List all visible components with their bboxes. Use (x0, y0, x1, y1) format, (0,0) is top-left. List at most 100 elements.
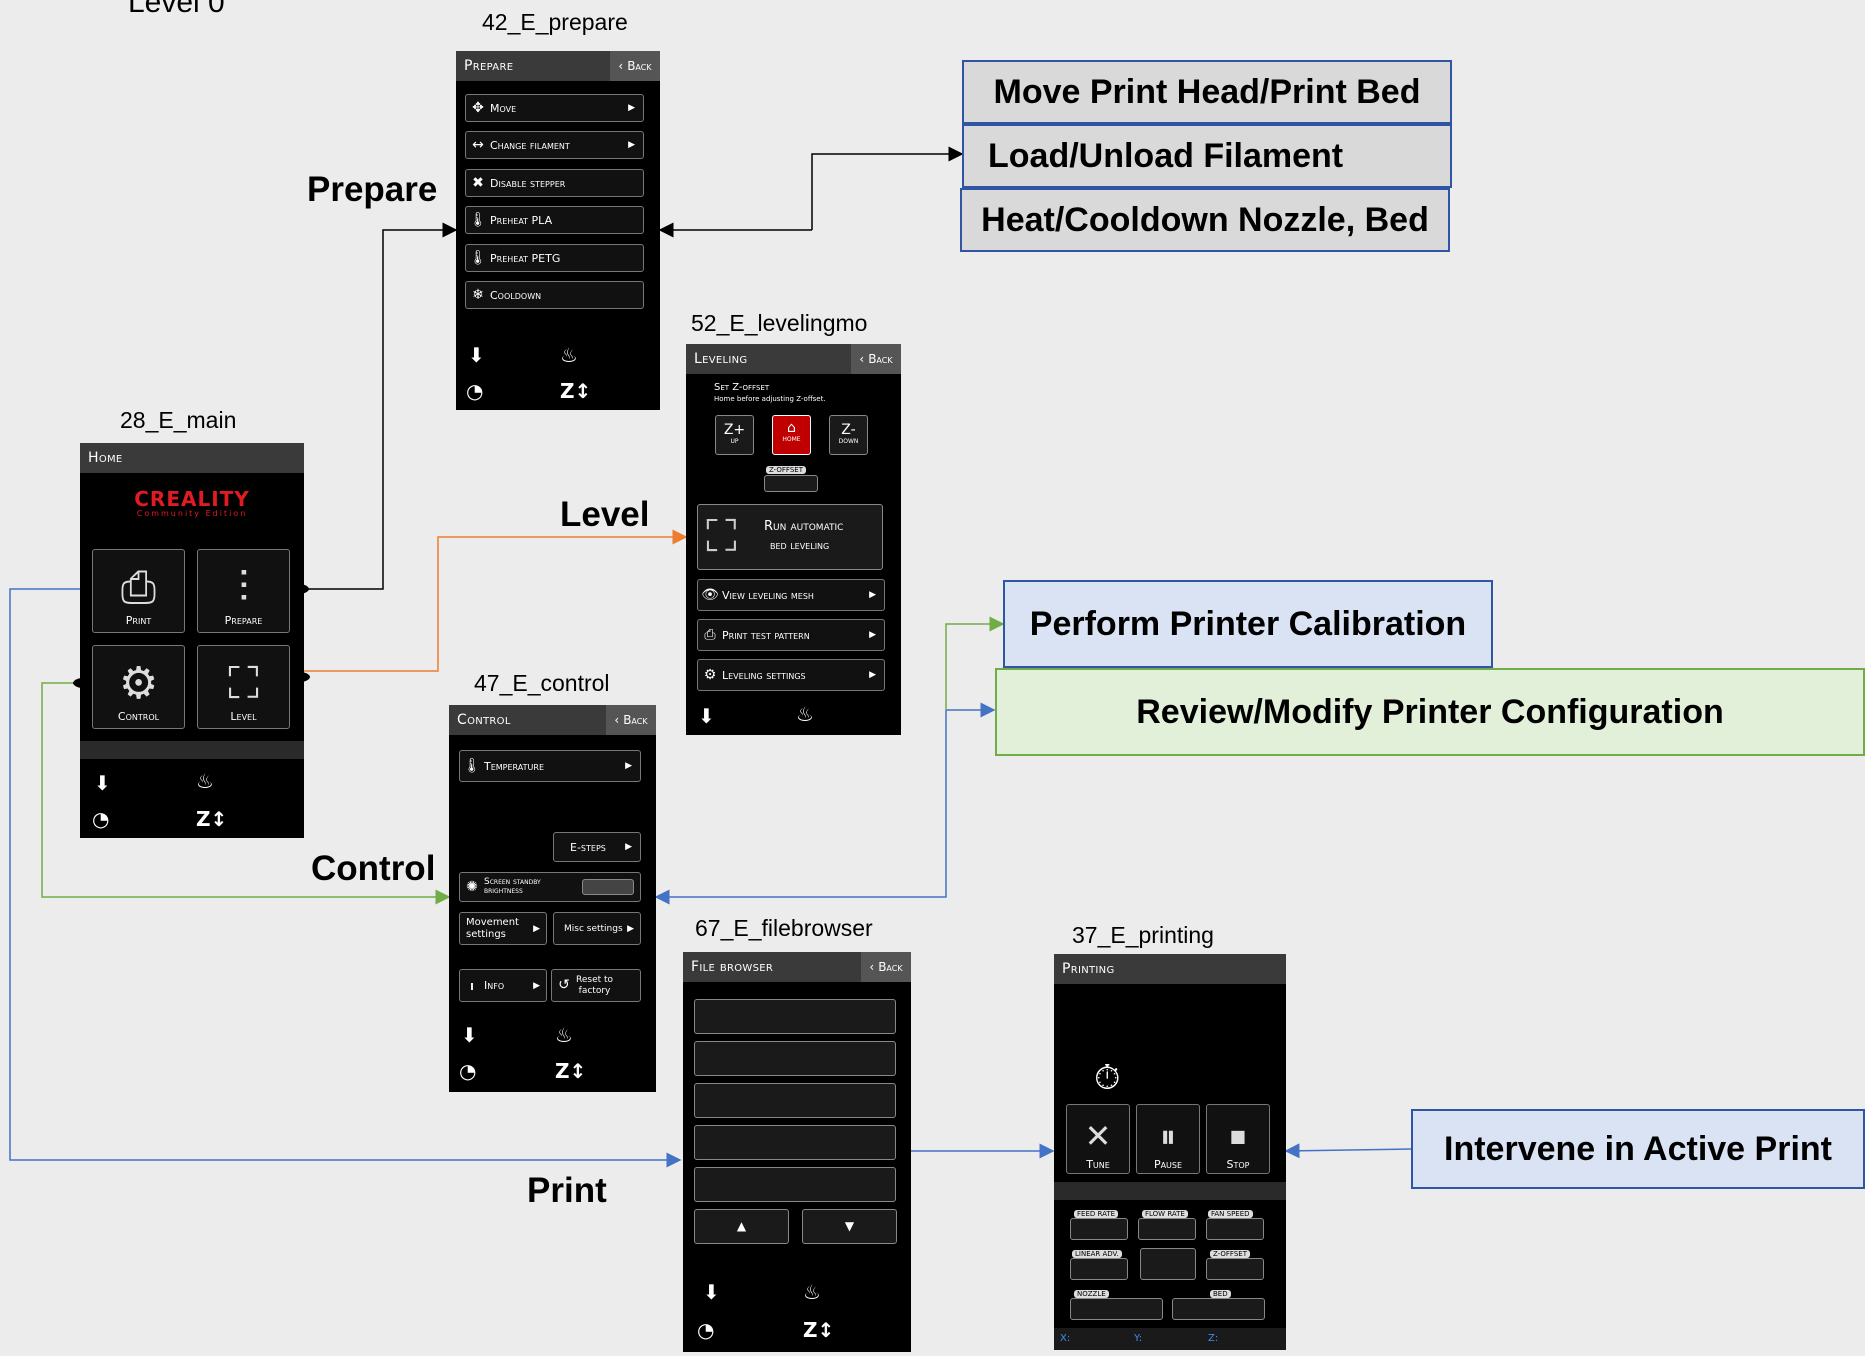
pause-icon: ⏸ (1159, 1117, 1176, 1155)
chevron-left-icon: ‹ (859, 352, 865, 366)
prepare-item-label: Cooldown (490, 288, 542, 302)
leveling-settings-item[interactable]: ⚙Leveling settings▶ (697, 659, 885, 691)
thermometer-icon: 🌡 (469, 250, 487, 266)
prepare-change-filament-item[interactable]: ↔Change filament▶ (465, 131, 644, 159)
bed-heat-icon: ♨ (560, 343, 578, 367)
middle-field[interactable] (1140, 1248, 1196, 1280)
main-prepare-button[interactable]: ⫶Prepare (197, 549, 290, 633)
control-back-button[interactable]: ‹Back (606, 705, 656, 735)
prepare-screen: Prepare ‹Back ✥Move▶ ↔Change filament▶ ✖… (456, 51, 660, 410)
triangle-down-icon: ▼ (844, 1219, 855, 1233)
z-axis-icon: Z↕ (803, 1318, 835, 1342)
main-level-label: Level (230, 710, 257, 723)
printer-icon: ⎙ (120, 562, 157, 613)
extruder-icon: ⬇ (468, 343, 485, 367)
chevron-right-icon: ▶ (533, 980, 540, 991)
print-arrow-label: Print (527, 1171, 607, 1210)
scroll-down-button[interactable]: ▼ (802, 1209, 897, 1244)
config-box: Review/Modify Printer Configuration (995, 668, 1865, 756)
fan-speed-field[interactable] (1206, 1218, 1264, 1240)
zoffset-title: Set Z-offset (714, 382, 770, 393)
auto-level-label-1: Run automatic (764, 519, 844, 534)
filebrowser-back-button[interactable]: ‹Back (861, 952, 911, 982)
control-arrow-label: Control (311, 849, 436, 888)
flow-rate-field[interactable] (1138, 1218, 1196, 1240)
z-offset-tag: Z-OFFSET (1210, 1250, 1250, 1258)
file-slot[interactable] (694, 999, 896, 1034)
zdown-button[interactable]: Z- DOWN (829, 415, 868, 455)
leveling-back-button[interactable]: ‹Back (851, 344, 901, 374)
main-level-button[interactable]: ⛶Level (197, 645, 290, 729)
prepare-move-item[interactable]: ✥Move▶ (465, 94, 644, 122)
zoffset-field[interactable] (764, 475, 818, 492)
stop-label: Stop (1226, 1158, 1250, 1171)
pause-label: Pause (1153, 1158, 1183, 1171)
temperature-item[interactable]: 🌡Temperature▶ (459, 750, 641, 782)
chevron-right-icon: ▶ (628, 140, 635, 150)
label-prepare-screen: 42_E_prepare (482, 9, 628, 35)
config-connector (654, 710, 947, 905)
leveling-item-label: View leveling mesh (722, 588, 814, 602)
stop-button[interactable]: ⏹ Stop (1206, 1104, 1270, 1174)
standby-toggle[interactable] (582, 879, 634, 895)
leveling-title: Leveling (694, 351, 748, 367)
leveling-back-label: Back (868, 352, 893, 366)
standby-label-2: brightness (484, 886, 523, 896)
file-slot[interactable] (694, 1041, 896, 1076)
extruder-icon: ⬇ (698, 704, 715, 728)
file-slot[interactable] (694, 1083, 896, 1118)
file-slot[interactable] (694, 1167, 896, 1202)
linear-adv-field[interactable] (1070, 1258, 1128, 1280)
bed-field[interactable] (1172, 1298, 1265, 1320)
home-button[interactable]: ⌂ HOME (772, 415, 811, 455)
intervene-box: Intervene in Active Print (1411, 1109, 1865, 1189)
esteps-item[interactable]: E-steps▶ (553, 832, 641, 862)
prepare-cooldown-item[interactable]: ❄Cooldown (465, 281, 644, 309)
auto-level-button[interactable]: ⛶ Run automatic bed leveling (697, 504, 883, 570)
zup-button[interactable]: Z+ UP (715, 415, 754, 455)
scroll-up-button[interactable]: ▲ (694, 1209, 789, 1244)
zdown-sub: DOWN (838, 438, 859, 445)
view-mesh-item[interactable]: 👁View leveling mesh▶ (697, 579, 885, 611)
main-screen: Home CREALITY Community Edition ⎙Print ⫶… (80, 443, 304, 838)
creality-logo: CREALITY (134, 487, 250, 511)
reset-icon: ↺ (558, 977, 570, 993)
info-label: Info (484, 979, 505, 992)
home-label: HOME (782, 436, 801, 443)
speed-gauge-icon: ◔ (466, 379, 484, 403)
print-test-pattern-item[interactable]: ⎙Print test pattern▶ (697, 619, 885, 651)
prepare-back-button[interactable]: ‹Back (610, 51, 660, 81)
eye-icon: 👁 (701, 587, 719, 603)
extruder-icon: ⬇ (94, 771, 111, 795)
chevron-right-icon: ▶ (869, 630, 876, 640)
extruder-icon: ⬇ (703, 1280, 720, 1304)
level-frame-icon: ⛶ (706, 511, 737, 562)
chevron-right-icon: ▶ (625, 842, 632, 852)
leveling-screen: Leveling ‹Back Set Z-offset Home before … (686, 344, 901, 735)
prepare-disable-stepper-item[interactable]: ✖Disable stepper (465, 169, 644, 197)
z-axis-icon: Z↕ (196, 807, 228, 831)
misc-settings-item[interactable]: Misc settings▶ (553, 912, 641, 945)
chevron-right-icon: ▶ (625, 761, 632, 771)
nozzle-field[interactable] (1070, 1298, 1163, 1320)
main-print-button[interactable]: ⎙Print (92, 549, 185, 633)
stop-icon: ⏹ (1229, 1117, 1246, 1155)
feed-rate-field[interactable] (1070, 1218, 1128, 1240)
prepare-preheat-pla-item[interactable]: 🌡Preheat PLA (465, 206, 644, 234)
z-offset-field[interactable] (1206, 1258, 1264, 1280)
pause-button[interactable]: ⏸ Pause (1136, 1104, 1200, 1174)
home-icon: ⌂ (787, 420, 796, 436)
main-control-button[interactable]: ⚙Control (92, 645, 185, 729)
leveling-item-label: Print test pattern (722, 628, 810, 642)
tune-button[interactable]: ✕Tune (1066, 1104, 1130, 1174)
triangle-up-icon: ▲ (736, 1219, 747, 1233)
linear-adv-tag: LINEAR ADV. (1072, 1250, 1122, 1258)
load-filament-box: Load/Unload Filament (962, 124, 1452, 188)
prepare-preheat-petg-item[interactable]: 🌡Preheat PETG (465, 244, 644, 272)
prepare-item-label: Move (490, 101, 517, 115)
file-slot[interactable] (694, 1125, 896, 1160)
